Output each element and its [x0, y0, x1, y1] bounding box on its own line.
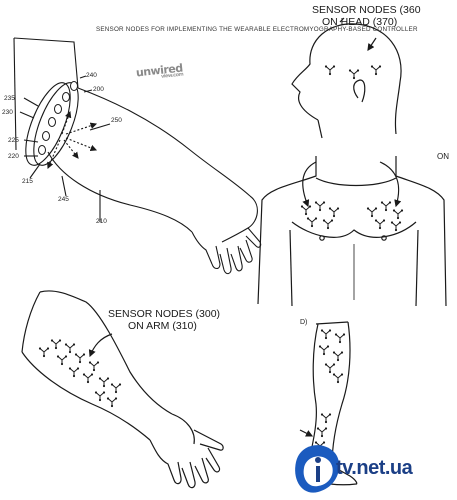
ref-220: 220 [8, 153, 19, 160]
arm-sensor-nodes [38, 338, 122, 408]
head-figure [291, 17, 402, 139]
chest-sensor-nodes [300, 200, 404, 232]
ref-235: 235 [4, 95, 15, 102]
torso-figure [257, 156, 447, 307]
arm-caption-line2: ON ARM (310) [128, 320, 197, 332]
tv-logo-icon [295, 445, 340, 493]
head-sensor-nodes [324, 64, 382, 80]
leg-fragment-label: D) [300, 319, 308, 326]
ref-240: 240 [86, 72, 97, 79]
head-caption-line2: ON HEAD (370) [322, 16, 398, 28]
ref-230: 230 [2, 109, 13, 116]
diagram-title: SENSOR NODES FOR IMPLEMENTING THE WEARAB… [96, 26, 418, 33]
on-fragment-label: ON [437, 152, 449, 161]
ref-245: 245 [58, 196, 69, 203]
head-caption: SENSOR NODES (360 ON HEAD (370) [312, 4, 421, 28]
tv-net-watermark: tv.net.ua [336, 457, 413, 479]
arm-figure [21, 290, 224, 489]
ref-210: 210 [96, 218, 107, 225]
leg-sensor-nodes [314, 328, 346, 452]
forearm-band-figure [13, 37, 262, 275]
arm-caption-line1: SENSOR NODES (300) [108, 308, 221, 320]
ref-215: 215 [22, 178, 33, 185]
head-caption-line1: SENSOR NODES (360 [312, 4, 421, 16]
ref-200: 200 [93, 86, 104, 93]
ref-250: 250 [111, 117, 122, 124]
arm-caption: SENSOR NODES (300) ON ARM (310) [108, 308, 220, 332]
ref-225: 225 [8, 137, 19, 144]
